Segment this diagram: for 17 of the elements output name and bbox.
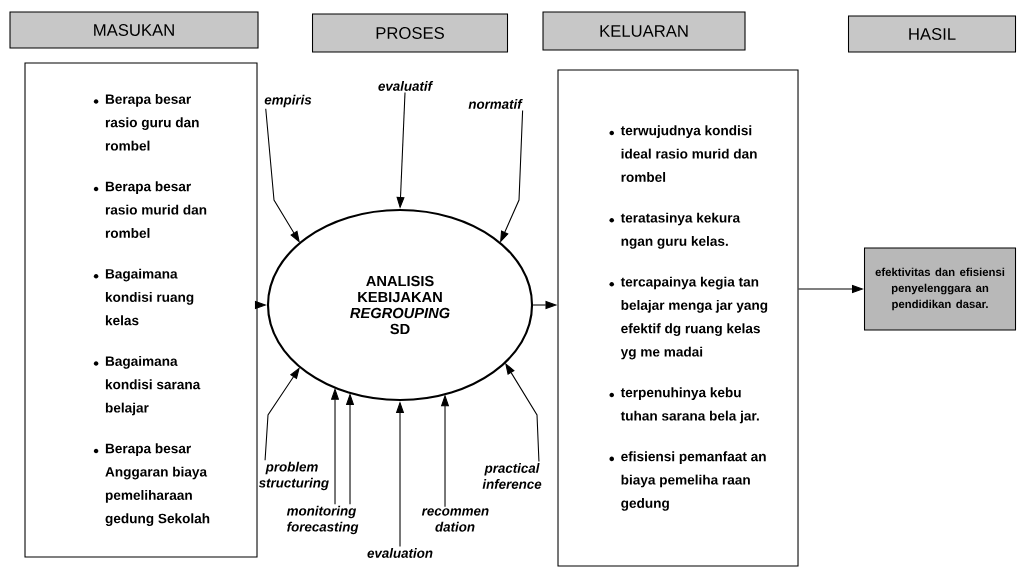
arrow-label: monitoring forecasting	[286, 505, 359, 535]
header-band: KELUARAN	[542, 11, 746, 51]
arrow-label: normatif	[468, 99, 523, 109]
bullet-list-box: terwujudnya kondisi ideal rasio murid dan rombel teratasinya kekura ngan guru kelas. tercapainya kegia tan belajar menga jar yang efektif dg ruang kelas yg me madai terpenuhinya kebu tuhan sarana bela jar. efisiensi pemanfaat an biaya pemeliha raan gedung	[557, 69, 799, 567]
arrow-label: problem structuring	[258, 461, 329, 491]
arrow-label: empiris	[264, 94, 312, 108]
arrow-label: practical inference	[482, 463, 542, 489]
arrow-label: evaluatif	[378, 81, 434, 91]
arrow	[265, 108, 300, 243]
bullet-list-box: Berapa besar rasio guru dan rombel Berapa besar rasio murid dan rombel Bagaimana kondisi ruang kelas Bagaimana kondisi sarana belajar Berapa besar Anggaran biaya pemeliharaan gedung Sekolah	[24, 62, 258, 558]
arrow	[264, 367, 300, 461]
result-box: efektivitas dan efisiensi penyelenggara an pendidikan dasar.	[863, 247, 1017, 331]
header-band: HASIL	[847, 15, 1017, 53]
arrow-label: recommen dation	[421, 508, 489, 532]
header-band: MASUKAN	[9, 11, 259, 49]
arrow-label: evaluation	[367, 548, 433, 558]
header-band: PROSES	[311, 13, 509, 53]
